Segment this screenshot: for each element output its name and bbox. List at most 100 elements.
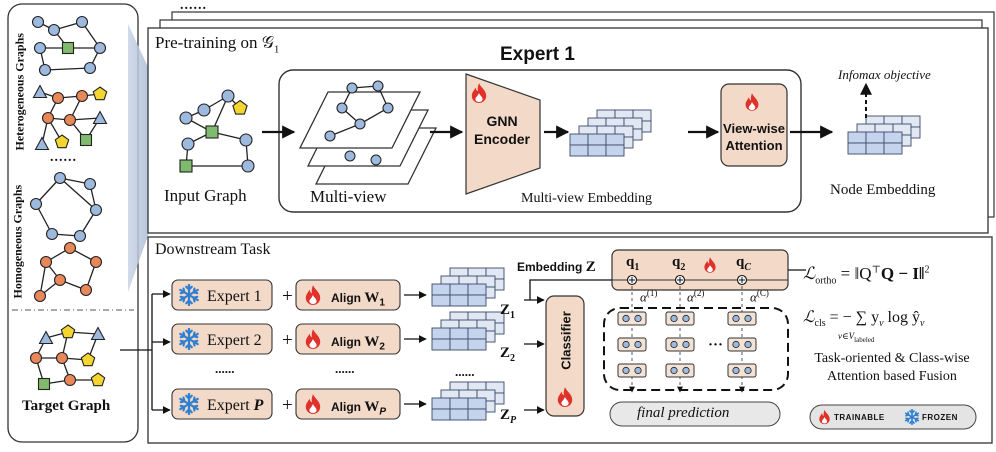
hetero-graph-2-node	[92, 110, 108, 125]
input-graph-label: Input Graph	[164, 186, 247, 205]
homogeneous-graphs-label: Homogeneous Graphs	[10, 184, 25, 299]
class-feature-dot	[682, 366, 690, 375]
z-dots: ......	[455, 364, 475, 379]
hetero-graph-2-node	[79, 133, 93, 147]
class-feature-dot	[670, 366, 678, 375]
hetero-graph-2-node	[92, 86, 108, 101]
legend-trainable-label: Trainable	[834, 413, 885, 422]
input-graph-node	[179, 111, 193, 125]
target-graph-node	[29, 351, 43, 365]
hetero-graph-1-node	[31, 15, 45, 29]
z1-embedding-cell	[467, 294, 487, 307]
input-graph-node	[239, 133, 253, 147]
align-box-3	[295, 388, 401, 420]
homo-graph-2-node	[89, 255, 103, 269]
graphs-ellipsis: ......	[50, 150, 77, 165]
class-feature-dot	[732, 340, 740, 349]
node-embedding-cell	[847, 142, 867, 155]
multi-view-graph-node	[354, 118, 366, 130]
query-qc: qC	[736, 254, 752, 273]
pretrain-stack-ellipsis: ......	[180, 0, 207, 13]
homo-graph-2-node	[63, 241, 77, 255]
final-prediction-label: final prediction	[637, 405, 730, 421]
multi-view-embedding-label: Multi-view Embedding	[521, 191, 653, 206]
plus-1: +	[282, 286, 293, 307]
class-feature-dot	[732, 366, 740, 375]
gnn-encoder-block	[465, 73, 541, 195]
node-embedding-cell	[865, 142, 885, 155]
homo-graph-1-node	[73, 229, 87, 243]
hetero-graph-1-edge	[44, 67, 91, 71]
homo-graph-1-node	[89, 203, 103, 217]
align-w1-label: Align W1	[331, 290, 385, 309]
query-q2: q2	[672, 254, 686, 273]
zp-embedding-cell	[431, 397, 451, 410]
target-graph-node	[37, 377, 51, 391]
class-feature-dot	[622, 340, 630, 349]
hetero-graph-2-node	[32, 84, 48, 99]
infomax-objective-label: Infomax objective	[838, 67, 931, 82]
loss-cls-formula: ℒcls = − ∑ yv log ŷv	[803, 309, 925, 330]
expert-box-1	[171, 279, 273, 311]
hetero-graph-1-node	[38, 63, 52, 77]
target-graph-node	[90, 326, 106, 341]
class-feature-dot	[634, 366, 642, 375]
multi-view-graph-node	[382, 102, 394, 114]
embedding-z-connector	[529, 279, 612, 300]
zp-label: ZP	[500, 407, 517, 426]
homo-graph-1-node	[29, 197, 43, 211]
input-graph-node	[197, 103, 211, 117]
hetero-graph-1-node	[47, 23, 61, 37]
hetero-graph-1-node	[75, 15, 89, 29]
alpha-1: α(1)	[640, 288, 658, 305]
multi-view-embedding-cell	[605, 144, 625, 157]
homo-graph-2-node	[33, 289, 47, 303]
embedding-label: Embedding Z	[517, 259, 596, 275]
target-graph-label: Target Graph	[22, 398, 111, 414]
node-embedding-cell	[847, 131, 867, 144]
hetero-graph-1-node	[33, 41, 47, 55]
target-graph-node	[38, 330, 54, 345]
zp-embedding-cell	[449, 397, 469, 410]
class-feature-dot	[670, 340, 678, 349]
class-feature-pill	[617, 311, 647, 326]
expert-box-2	[171, 323, 273, 355]
expert-dots: ......	[215, 361, 235, 376]
class-feature-pill	[665, 311, 695, 326]
input-graph-node	[221, 89, 235, 103]
zp-embedding-cell	[431, 408, 451, 421]
multi-view-label: Multi-view	[310, 187, 387, 206]
hetero-graph-1-node	[93, 41, 107, 55]
zp-embedding-cell	[449, 408, 469, 421]
multi-view-node	[370, 154, 382, 166]
hetero-graph-2-node	[75, 89, 89, 103]
class-feature-dot	[682, 340, 690, 349]
hetero-graph-2-node	[51, 91, 65, 105]
loss-ortho-formula: ℒortho = ‖Q⊤Q − I‖2	[803, 264, 930, 287]
z1-embedding-cell	[431, 283, 451, 296]
class-feature-pill	[665, 337, 695, 352]
class-feature-dot	[744, 314, 752, 323]
z2-label: Z2	[500, 345, 516, 364]
multi-view-embedding-cell	[605, 133, 625, 146]
homo-graph-1-edge	[59, 177, 97, 211]
class-feature-dot	[682, 314, 690, 323]
multi-view-embedding-cell	[587, 144, 607, 157]
z1-embedding-cell	[431, 294, 451, 307]
classifier-block	[545, 295, 585, 417]
node-embedding-cell	[865, 131, 885, 144]
class-feature-dot	[744, 340, 752, 349]
downstream-title: Downstream Task	[155, 241, 271, 258]
align-dots: ......	[335, 361, 355, 376]
align-w2-label: Align W2	[331, 334, 385, 353]
class-feature-dot	[622, 366, 630, 375]
input-graph-node	[181, 137, 195, 151]
multi-view-embedding-cell	[569, 144, 589, 157]
input-graph-node	[205, 125, 219, 139]
alpha-c: α(C)	[750, 288, 769, 305]
multi-view-embedding-cell	[587, 133, 607, 146]
multi-view-graph-node	[324, 130, 336, 142]
class-feature-dot	[634, 340, 642, 349]
multi-view-node	[344, 150, 356, 162]
final-prediction-pill	[609, 401, 781, 427]
